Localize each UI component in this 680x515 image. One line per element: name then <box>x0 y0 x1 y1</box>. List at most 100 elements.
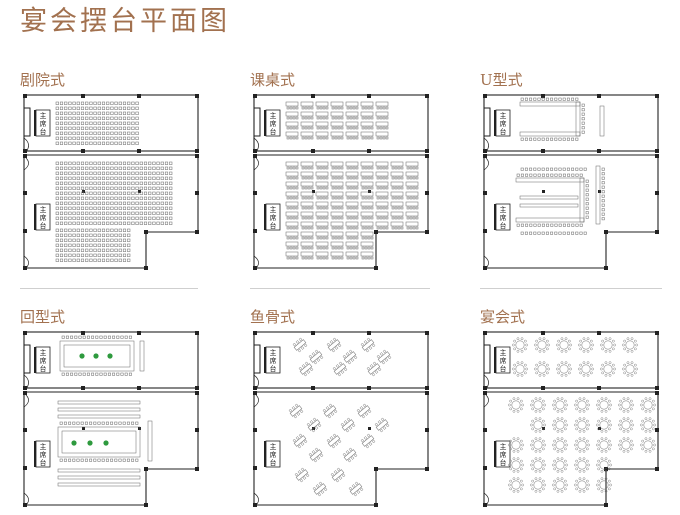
chair <box>530 483 533 487</box>
chair <box>601 212 605 216</box>
table <box>511 460 521 470</box>
chair <box>546 371 549 375</box>
pillar <box>604 230 608 234</box>
desk <box>315 211 329 217</box>
chair <box>89 421 93 425</box>
desk <box>330 211 344 217</box>
chair <box>89 161 93 165</box>
chair <box>333 409 338 414</box>
chair <box>538 489 542 493</box>
pillar <box>655 154 659 158</box>
chair <box>135 196 139 200</box>
chair <box>376 206 380 210</box>
chair <box>352 256 356 260</box>
pillar <box>137 149 141 153</box>
stage <box>265 203 281 231</box>
chair <box>298 366 303 371</box>
chair <box>316 256 320 260</box>
fishbone-cluster <box>294 467 310 483</box>
chair <box>97 201 101 205</box>
table <box>625 340 635 350</box>
chair <box>80 211 85 215</box>
chair <box>135 126 139 130</box>
chair <box>313 458 318 463</box>
chair <box>597 447 600 451</box>
chair <box>337 216 341 220</box>
chair <box>564 439 567 443</box>
chair <box>348 447 353 452</box>
chair <box>286 186 290 190</box>
chair <box>106 196 110 200</box>
chair <box>349 166 353 170</box>
chair <box>131 421 135 425</box>
chair <box>364 246 368 250</box>
table <box>581 340 591 350</box>
desk <box>315 111 329 117</box>
fishbone-cluster <box>330 467 346 483</box>
fishbone-cluster <box>356 403 372 419</box>
pillar <box>195 191 199 195</box>
stage <box>35 203 51 231</box>
chair <box>122 191 127 195</box>
chair <box>345 352 350 356</box>
chair <box>622 397 626 401</box>
chair <box>604 437 608 441</box>
chair <box>89 131 93 135</box>
chair <box>110 238 114 242</box>
chair <box>127 136 131 140</box>
chair <box>135 421 139 425</box>
chair <box>600 457 604 461</box>
chair <box>72 253 76 257</box>
chair <box>325 126 329 130</box>
chair <box>562 173 566 177</box>
chair <box>325 246 329 250</box>
chair <box>587 423 590 427</box>
chair <box>122 111 127 115</box>
chair <box>367 136 371 140</box>
chair <box>148 206 152 210</box>
door-nook <box>484 107 491 137</box>
upper-room-wall <box>253 331 429 389</box>
chair <box>564 479 567 483</box>
table <box>57 400 141 405</box>
chair <box>355 176 359 180</box>
chair <box>338 476 343 480</box>
chair <box>307 196 311 200</box>
chair <box>292 196 296 200</box>
chair <box>99 335 103 339</box>
chair <box>579 371 582 375</box>
round-table <box>530 477 546 493</box>
chair <box>359 406 364 410</box>
table <box>577 420 587 430</box>
chair <box>534 489 538 493</box>
chair <box>578 449 582 453</box>
chair <box>336 467 341 472</box>
chair <box>538 409 542 413</box>
chair <box>545 137 549 141</box>
chair <box>127 248 131 252</box>
chair <box>591 343 594 347</box>
chair <box>538 429 542 433</box>
chair <box>55 136 59 140</box>
chair <box>330 472 335 477</box>
chair <box>516 361 520 365</box>
chair <box>120 372 124 376</box>
chair <box>76 171 80 175</box>
chair <box>131 191 135 195</box>
chair <box>160 171 164 175</box>
chair <box>295 166 299 170</box>
chair <box>601 217 605 221</box>
table <box>599 480 609 490</box>
chair <box>160 176 164 180</box>
pillar <box>253 428 257 432</box>
chair <box>626 349 630 353</box>
chair <box>630 361 634 365</box>
chair <box>301 126 305 130</box>
table <box>537 340 547 350</box>
chair <box>160 221 164 225</box>
chair <box>80 243 85 247</box>
chair <box>376 354 381 359</box>
chair <box>412 216 416 220</box>
chair <box>366 433 371 438</box>
round-table <box>574 477 590 493</box>
